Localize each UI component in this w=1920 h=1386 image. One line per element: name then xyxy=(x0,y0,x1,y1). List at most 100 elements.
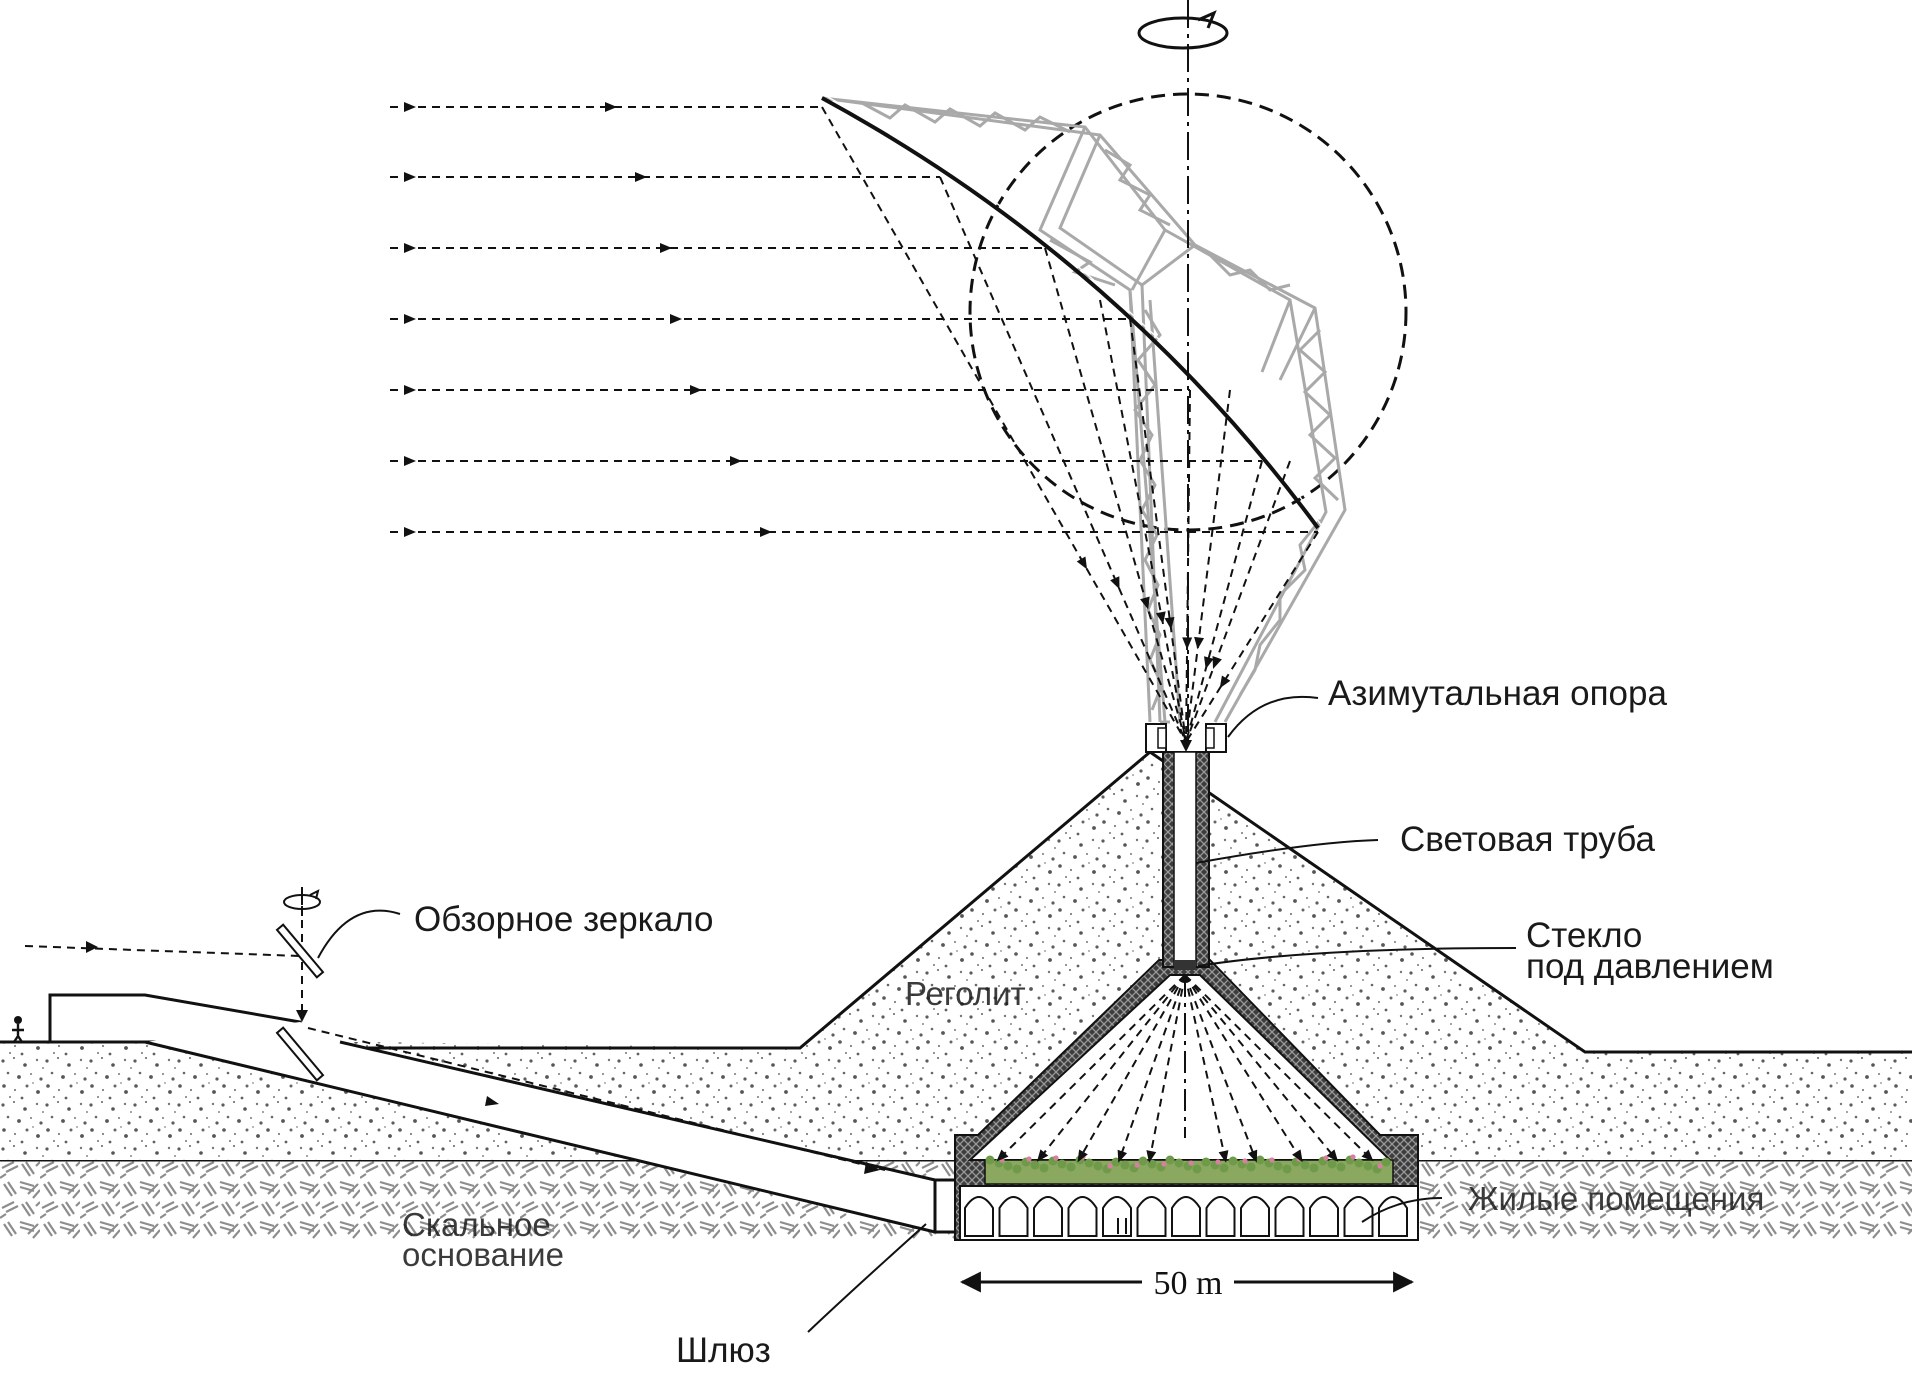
people-icon xyxy=(1117,1218,1127,1234)
sun-ray-arrow xyxy=(404,314,416,324)
reflected-ray xyxy=(1185,460,1291,743)
plant-flower xyxy=(1161,1161,1167,1167)
quarters-arch xyxy=(998,1196,1029,1237)
sun-ray-arrow xyxy=(404,385,416,395)
reflected-ray xyxy=(1185,389,1191,743)
plant-leaf xyxy=(1201,1157,1211,1167)
access-tunnel xyxy=(145,1022,935,1232)
quarters-arch xyxy=(1240,1196,1270,1237)
reflected-ray-arrow xyxy=(1140,596,1150,610)
reflected-ray xyxy=(1044,247,1187,743)
view-mirror-rotation-icon xyxy=(283,894,321,910)
sun-ray-arrow xyxy=(605,102,617,112)
sun-ray-arrow xyxy=(730,456,742,466)
label-bedrock-2: основание xyxy=(402,1236,564,1273)
plant-flower xyxy=(1377,1163,1383,1169)
plant-leaf xyxy=(1003,1161,1013,1171)
plant-leaf xyxy=(1336,1162,1346,1172)
plant-leaf xyxy=(985,1155,995,1165)
plant-leaf xyxy=(1354,1158,1364,1168)
habitat-ray xyxy=(1184,974,1371,1159)
sun-ray-arrow xyxy=(404,456,416,466)
quarters-arch xyxy=(964,1196,994,1237)
habitat-ray-arrow xyxy=(1361,1149,1374,1162)
reflected-ray-arrow xyxy=(1194,636,1205,650)
label-living-quarters: Жилые помещения xyxy=(1468,1180,1764,1217)
plant-leaf xyxy=(1282,1164,1292,1174)
plant-leaf xyxy=(1327,1159,1337,1169)
label-regolith: Реголит xyxy=(905,975,1026,1012)
reflected-ray xyxy=(1129,318,1187,743)
habitat-ray xyxy=(1119,974,1186,1159)
mirror-surface xyxy=(821,96,1320,530)
plant-leaf xyxy=(1255,1155,1265,1165)
reflected-ray-arrow xyxy=(1155,611,1166,625)
plant-leaf xyxy=(1084,1158,1094,1168)
sun-tracking-mirror xyxy=(821,92,1408,753)
habitat-ray xyxy=(1184,974,1336,1159)
reflected-ray xyxy=(1185,460,1263,743)
incoming-sun-rays xyxy=(390,102,1318,537)
plant-leaf xyxy=(1165,1155,1175,1165)
plant-flower xyxy=(1026,1156,1032,1162)
habitat-ray-arrow xyxy=(1077,1149,1088,1163)
regolith-mound xyxy=(0,752,1912,1160)
label-bedrock-1: Скальное xyxy=(402,1206,551,1243)
plant-leaf xyxy=(1093,1161,1103,1171)
plant-leaf xyxy=(1057,1159,1067,1169)
plant-leaf xyxy=(1273,1161,1283,1171)
habitat xyxy=(954,751,1419,1241)
plant-leaf xyxy=(1030,1160,1040,1170)
reflected-ray-arrow xyxy=(1204,656,1214,670)
sun-ray-arrow xyxy=(670,314,682,324)
plant-leaf xyxy=(1192,1164,1202,1174)
plant-flower xyxy=(1350,1154,1356,1160)
plant-leaf xyxy=(1120,1160,1130,1170)
living-quarters-arches xyxy=(959,1185,1419,1241)
plant-leaf xyxy=(1138,1156,1148,1166)
quarters-arch xyxy=(1171,1196,1201,1237)
plant-flower xyxy=(1053,1155,1059,1161)
lower-view-mirror xyxy=(275,1026,325,1082)
human-figure-icon xyxy=(12,1016,24,1043)
plant-leaf xyxy=(1039,1163,1049,1173)
plant-leaf xyxy=(1174,1158,1184,1168)
label-pressure-glass-2: под давлением xyxy=(1526,947,1774,986)
reflected-ray-arrow xyxy=(1212,655,1222,669)
focus-point xyxy=(1180,740,1192,752)
quarters-arch xyxy=(1343,1196,1374,1237)
ground-layers xyxy=(0,750,1912,1240)
label-light-tube: Световая труба xyxy=(1400,820,1655,859)
quarters-arch xyxy=(1309,1196,1339,1237)
habitat-ray xyxy=(999,974,1186,1159)
reflected-ray xyxy=(939,176,1187,743)
label-airlock: Шлюз xyxy=(676,1331,771,1370)
habitat-ray-arrow xyxy=(1117,1149,1128,1163)
scale-bar: 50 m xyxy=(959,1262,1415,1302)
plant-flower xyxy=(1242,1158,1248,1164)
airlock-block xyxy=(933,1178,959,1234)
sun-ray-arrow xyxy=(404,243,416,253)
plant-flower xyxy=(1323,1155,1329,1161)
sun-ray-arrow xyxy=(404,102,416,112)
reflected-ray xyxy=(821,106,1187,743)
view-mirror-system xyxy=(24,887,886,1174)
quarters-arch xyxy=(1274,1196,1305,1237)
plant-flower xyxy=(1188,1160,1194,1166)
reflected-ray-arrow xyxy=(1219,675,1231,689)
plant-leaf xyxy=(1246,1162,1256,1172)
habitat-ray-arrow xyxy=(1146,1150,1157,1163)
plant-leaf xyxy=(1228,1156,1238,1166)
plant-leaf xyxy=(1219,1163,1229,1173)
plant-leaf xyxy=(1363,1161,1373,1171)
habitat-ray xyxy=(1184,974,1226,1159)
plant-leaf xyxy=(1309,1163,1319,1173)
pressure-glass xyxy=(1174,960,1196,970)
habitat-ray-arrow xyxy=(1218,1150,1229,1163)
plant-flower xyxy=(1269,1157,1275,1163)
plant-leaf xyxy=(1012,1164,1022,1174)
reflected-ray xyxy=(1185,389,1231,743)
habitat-ray xyxy=(1149,974,1186,1159)
